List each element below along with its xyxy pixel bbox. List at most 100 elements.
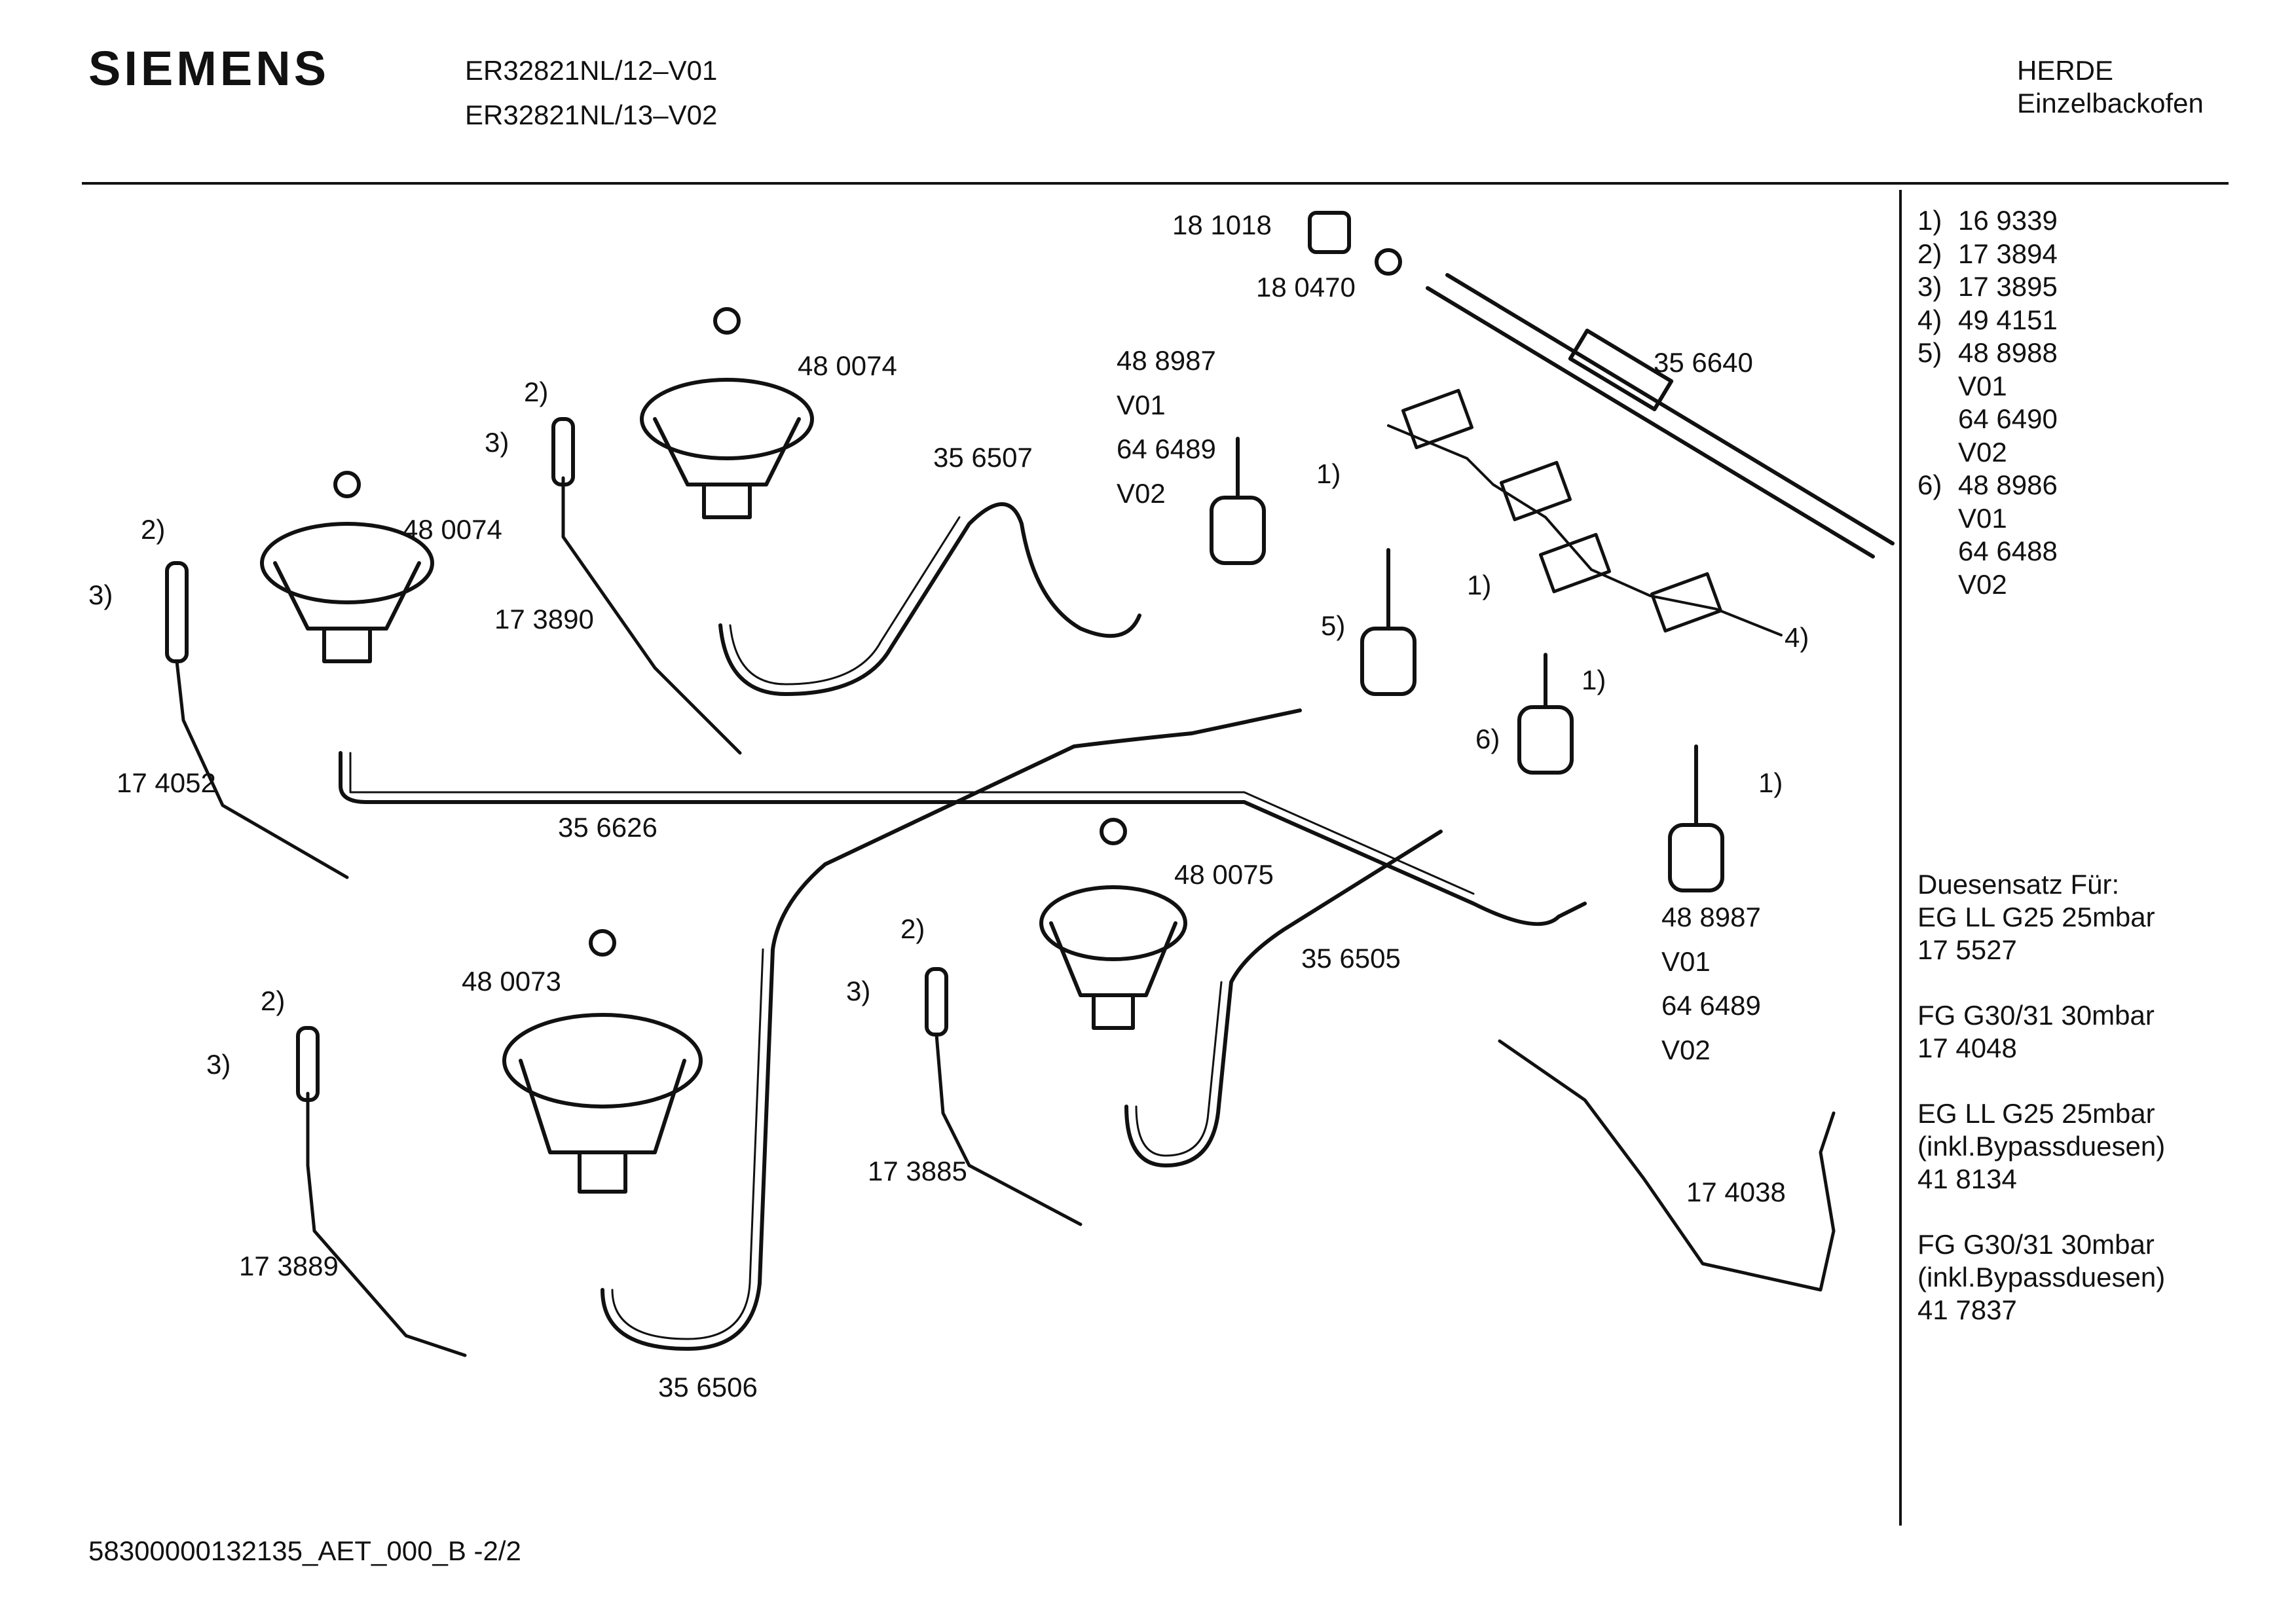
reference-number: 17 3895 (1958, 271, 2058, 302)
model-number-1: ER32821NL/12–V01 (465, 55, 718, 86)
reference-item: 1) 16 9339 (1917, 204, 2058, 238)
pipe-356507-inner (729, 516, 961, 686)
part-label: 48 0075 (1174, 859, 1274, 890)
reference-number: 64 6490 (1958, 403, 2058, 434)
part-label: 17 4038 (1686, 1177, 1786, 1207)
reference-index: 5) (1917, 337, 1942, 368)
reference-item: 2) 17 3894 (1917, 238, 2058, 271)
nozzle-set-list: Duesensatz Für: EG LL G25 25mbar 17 5527… (1917, 868, 2165, 1359)
nozzle-gas-type: FG G30/31 30mbar (1917, 1000, 2155, 1031)
nozzle-part-number: 41 7837 (1917, 1294, 2017, 1325)
wire-173885 (935, 1033, 1083, 1226)
nozzle-part-number: 41 8134 (1917, 1163, 2017, 1194)
callout-number: 1) (1758, 767, 1783, 798)
reference-index: 1) (1917, 205, 1942, 236)
nozzle-part-number: 17 5527 (1917, 934, 2017, 965)
part-label: 17 3885 (868, 1156, 967, 1186)
reference-number: 17 3894 (1958, 238, 2058, 269)
callout-number: 2) (261, 985, 286, 1016)
valve-488988 (1360, 548, 1416, 696)
part-label: 35 6626 (558, 812, 657, 843)
nozzle-set-group: EG LL G25 25mbar 17 5527 (1917, 901, 2165, 966)
reference-variant-label: V01 (1958, 502, 2007, 534)
part-label: V02 (1661, 1035, 1711, 1065)
part-label: 64 6489 (1117, 433, 1216, 464)
callout-number: 3) (88, 579, 113, 610)
callout-number: 3) (485, 427, 509, 458)
callout-number: 5) (1321, 610, 1346, 641)
igniter-holders (165, 417, 948, 1102)
reference-item: 3) 17 3895 (1917, 270, 2058, 304)
part-label: 48 8987 (1117, 345, 1216, 376)
callout-number: 1) (1467, 570, 1492, 600)
model-number-2: ER32821NL/13–V02 (465, 100, 718, 130)
callout-number: 2) (141, 514, 166, 545)
part-label: 64 6489 (1661, 990, 1761, 1021)
pipe-356506 (601, 708, 1302, 1351)
part-label: 35 6640 (1654, 347, 1753, 378)
electrode-plates-494151 (1401, 388, 1723, 633)
nozzle-note: (inkl.Bypassduesen) (1917, 1131, 2166, 1162)
part-label: 35 6505 (1301, 943, 1401, 974)
reference-index: 6) (1917, 469, 1942, 500)
reference-variant: V02 (1917, 568, 2058, 602)
wire-173889 (306, 1091, 467, 1357)
document-code: 58300000132135_AET_000_B -2/2 (88, 1535, 521, 1566)
wire-174038 (1498, 1039, 1836, 1292)
burner-480074-left (260, 471, 434, 663)
reference-variant: 64 6488 (1917, 535, 2058, 568)
burner-480074-top (640, 307, 814, 519)
part-label: V01 (1661, 946, 1711, 977)
valve-488987-top (1210, 437, 1266, 565)
callout-number: 1) (1582, 665, 1606, 695)
callout-number: 6) (1475, 724, 1500, 754)
nozzle-set-group: FG G30/31 30mbar 17 4048 (1917, 999, 2165, 1065)
valve-488986 (1517, 653, 1574, 775)
burner-480075 (1039, 818, 1187, 1030)
nozzle-note: (inkl.Bypassduesen) (1917, 1262, 2166, 1292)
wire-174052 (175, 659, 349, 879)
reference-item: 4)49 4151 (1917, 304, 2058, 337)
nozzle-set-group: FG G30/31 30mbar (inkl.Bypassduesen) 41 … (1917, 1228, 2165, 1327)
pipe-356626 (339, 751, 1587, 926)
nozzle-set-group: EG LL G25 25mbar (inkl.Bypassduesen) 41 … (1917, 1097, 2165, 1196)
part-label: 18 0470 (1256, 272, 1356, 302)
nozzle-gas-type: FG G30/31 30mbar (1917, 1229, 2155, 1260)
header-divider (82, 182, 2229, 185)
category-subtitle: Einzelbackofen (2017, 88, 2204, 119)
reference-index: 3) (1917, 271, 1942, 302)
reference-index: 2) (1917, 238, 1942, 269)
callout-number: 1) (1316, 458, 1341, 489)
nozzle-part-number: 17 4048 (1917, 1033, 2017, 1063)
pipe-356505-inner (1135, 981, 1223, 1157)
part-label: V02 (1117, 478, 1166, 509)
gas-rail-356640 (1426, 273, 1895, 559)
callout-number: 3) (206, 1049, 231, 1080)
pipe-356507 (718, 502, 1141, 696)
reference-number: 49 4151 (1958, 304, 2058, 335)
part-label: 48 0073 (462, 966, 561, 997)
part-label: 18 1018 (1172, 210, 1272, 240)
reference-variant-label: V02 (1958, 436, 2007, 467)
pipe-356626-inner (349, 752, 1475, 895)
reference-number: 64 6488 (1958, 536, 2058, 566)
part-label: 35 6507 (933, 442, 1033, 473)
reference-number: 16 9339 (1958, 205, 2058, 236)
reference-item: 6) 48 8986 (1917, 469, 2058, 502)
part-label: 48 0074 (798, 350, 897, 381)
sidebar-divider (1899, 190, 1902, 1526)
nozzle-set-title: Duesensatz Für: (1917, 869, 2120, 900)
callout-number: 2) (900, 913, 925, 944)
part-label: 17 4052 (117, 767, 216, 798)
reference-number: 48 8986 (1958, 469, 2058, 500)
wire-173890 (561, 476, 742, 755)
fitting-181018 (1308, 211, 1351, 254)
seal-180470 (1375, 248, 1402, 276)
pipe-356505 (1124, 830, 1443, 1167)
part-label: 17 3890 (494, 604, 594, 634)
reference-variant-label: V01 (1958, 370, 2007, 401)
reference-number: 48 8988 (1958, 337, 2058, 368)
callout-number: 4) (1785, 622, 1809, 653)
nozzle-gas-type: EG LL G25 25mbar (1917, 902, 2155, 932)
